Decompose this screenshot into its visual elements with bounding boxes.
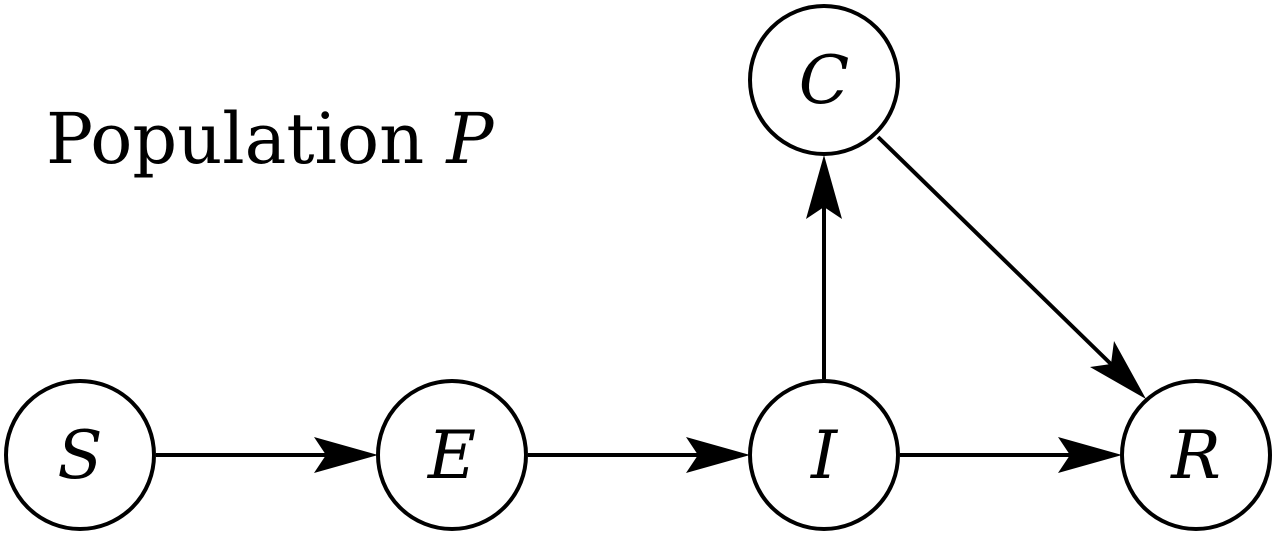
node-r-label: R [1170, 417, 1221, 494]
node-e: E [376, 379, 528, 531]
node-r: R [1120, 379, 1272, 531]
edge-e-to-i [528, 437, 750, 473]
node-i-circle [748, 379, 900, 531]
node-c-label: C [799, 42, 850, 119]
edge-i-to-c-arrowhead [806, 155, 842, 219]
edge-c-to-r-arrowhead [1090, 341, 1146, 399]
node-c-circle [748, 4, 900, 156]
node-r-circle [1120, 379, 1272, 531]
node-s-label: S [57, 417, 102, 494]
node-e-label: E [427, 417, 476, 494]
edge-i-to-r-arrowhead [1058, 437, 1122, 473]
node-i-label: I [810, 417, 839, 494]
edge-c-to-r [876, 135, 1146, 399]
node-c: C [748, 4, 900, 156]
node-e-circle [376, 379, 528, 531]
population-title-text: Population [46, 98, 446, 180]
nodes-group: S E I R C [4, 4, 1272, 531]
edge-e-to-i-arrowhead [686, 437, 750, 473]
population-title: Population P [46, 98, 495, 180]
edge-s-to-e [156, 437, 378, 473]
edges-group [156, 135, 1146, 473]
edge-c-to-r-line [876, 135, 1117, 370]
population-variable: P [444, 98, 495, 180]
edge-i-to-c [806, 155, 842, 379]
edge-i-to-r [900, 437, 1122, 473]
edge-s-to-e-arrowhead [314, 437, 378, 473]
node-s: S [4, 379, 156, 531]
node-i: I [748, 379, 900, 531]
node-s-circle [4, 379, 156, 531]
